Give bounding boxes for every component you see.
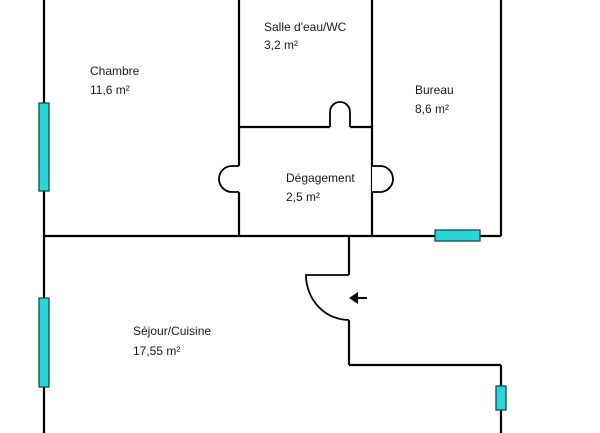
degagement-area: 2,5 m² — [286, 190, 320, 204]
windows — [38, 102, 507, 411]
sejour-area: 17,55 m² — [133, 344, 180, 358]
chambre-name: Chambre — [90, 64, 140, 78]
bureau-area: 8,6 m² — [415, 102, 449, 116]
bathroom-door — [329, 101, 351, 127]
window-bureau — [434, 229, 481, 242]
degagement-name: Dégagement — [286, 171, 355, 185]
sejour-name: Séjour/Cuisine — [133, 324, 211, 338]
chambre-area: 11,6 m² — [90, 83, 130, 97]
window-chambre — [38, 102, 50, 192]
arrow-left-icon — [349, 292, 367, 304]
window-sejour-right — [495, 385, 507, 411]
salle-eau-name: Salle d'eau/WC — [264, 20, 347, 34]
bureau-name: Bureau — [415, 83, 454, 97]
doors — [218, 101, 394, 321]
window-sejour — [38, 297, 50, 388]
degagement-door — [218, 165, 239, 193]
bureau-door — [372, 165, 394, 193]
room-labels: Salle d'eau/WC 3,2 m² Chambre 11,6 m² Bu… — [90, 20, 454, 358]
entrance-door — [305, 274, 350, 321]
salle-eau-area: 3,2 m² — [264, 38, 298, 52]
